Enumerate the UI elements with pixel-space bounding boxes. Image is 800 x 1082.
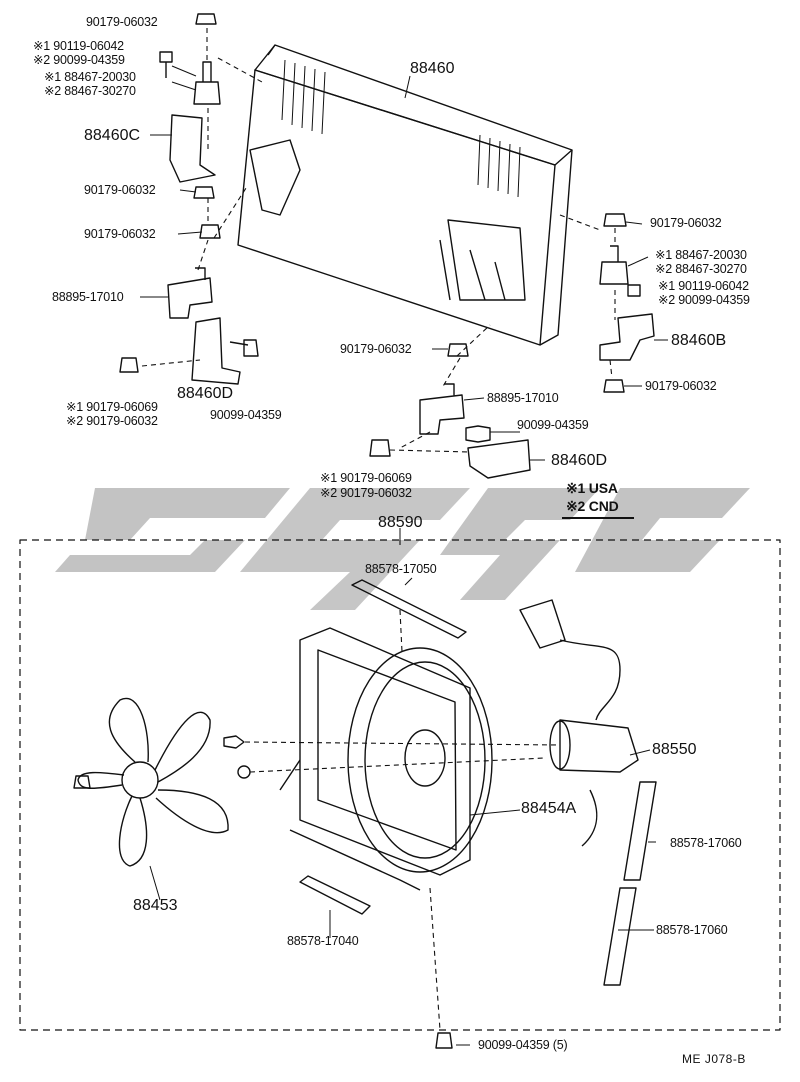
bracket-88460c — [169, 114, 216, 183]
label-motor: 88550 — [652, 741, 697, 758]
watermark-logo — [55, 488, 750, 610]
right-top-nut-icon — [603, 213, 627, 227]
label-left-low-nut: 90179-06032 — [84, 227, 156, 241]
label-center-nut-usa: ※1 90179-06069 — [320, 471, 412, 485]
legend-underline — [562, 517, 634, 519]
seal-bottom — [299, 875, 371, 915]
label-center-nut: 90179-06032 — [340, 342, 412, 356]
label-seal-right-1: 88578-17060 — [670, 836, 742, 850]
label-bracket-c: 88460C — [84, 127, 141, 144]
label-right-mount-cnd: ※2 88467-30270 — [655, 262, 747, 276]
label-center-mount: 88895-17010 — [487, 391, 559, 405]
bracket-88460d-center — [467, 439, 531, 479]
label-left-mount: 88895-17010 — [52, 290, 124, 304]
label-shroud: 88454A — [521, 800, 577, 817]
screw-icon — [159, 51, 173, 78]
fan-blades — [77, 697, 229, 867]
label-seal-right-2: 88578-17060 — [656, 923, 728, 937]
left-bolt-icon — [229, 339, 259, 357]
label-right-screw-cnd: ※2 90099-04359 — [658, 293, 750, 307]
label-fan: 88453 — [133, 897, 178, 914]
label-condenser: 88460 — [410, 60, 455, 77]
top-nut-icon — [195, 13, 217, 25]
legend-usa: ※1 USA — [566, 480, 618, 496]
label-left-nut-usa: ※1 90179-06069 — [66, 400, 158, 414]
right-screw-icon — [627, 284, 641, 297]
condenser-fins — [281, 59, 521, 198]
shroud-washer-icon — [237, 765, 251, 779]
label-screw-cnd: ※2 90099-04359 — [33, 53, 125, 67]
label-bottom-bolt: 90099-04359 (5) — [478, 1038, 568, 1052]
right-low-nut-icon — [603, 379, 625, 393]
label-right-top-nut: 90179-06032 — [650, 216, 722, 230]
label-bracket-d-center: 88460D — [551, 452, 608, 469]
shroud-bolt-icon — [223, 735, 245, 749]
center-nut-lower-icon — [369, 439, 391, 457]
left-mount-88895 — [167, 267, 213, 319]
bracket-88460b — [599, 313, 655, 361]
label-top-nut: 90179-06032 — [86, 15, 158, 29]
center-mount-88895 — [419, 383, 465, 435]
label-center-bolt: 90099-04359 — [517, 418, 589, 432]
label-seal-bottom: 88578-17040 — [287, 934, 359, 948]
label-right-screw-usa: ※1 90119-06042 — [658, 279, 749, 293]
bottom-bolt-icon — [435, 1032, 453, 1049]
fan-shroud — [279, 627, 493, 891]
label-left-bolt: 90099-04359 — [210, 408, 282, 422]
left-nut-icon — [119, 357, 139, 373]
label-bracket-b: 88460B — [671, 332, 727, 349]
seal-top — [351, 579, 467, 639]
label-seal-top: 88578-17050 — [365, 562, 437, 576]
top-mount — [193, 61, 221, 105]
left-mid-nut-icon — [193, 186, 215, 199]
center-nut-icon — [447, 343, 469, 357]
right-mount — [599, 245, 629, 285]
label-screw-usa: ※1 90119-06042 — [33, 39, 124, 53]
assembly-dash-lines — [141, 28, 616, 1031]
footer-code: ME J078-B — [682, 1052, 746, 1066]
leader-lines — [140, 65, 668, 1046]
left-low-nut-icon — [199, 224, 221, 239]
label-fan-assembly: 88590 — [378, 514, 423, 531]
label-left-mid-nut: 90179-06032 — [84, 183, 156, 197]
bracket-88460d-left — [191, 317, 241, 385]
seal-right-lower — [603, 887, 637, 986]
center-bolt-icon — [465, 425, 491, 443]
fan-motor — [519, 599, 639, 847]
fan-nut-icon — [73, 775, 91, 789]
label-left-nut-cnd: ※2 90179-06032 — [66, 414, 158, 428]
label-right-low-nut: 90179-06032 — [645, 379, 717, 393]
label-mount-usa: ※1 88467-20030 — [44, 70, 136, 84]
label-center-nut-cnd: ※2 90179-06032 — [320, 486, 412, 500]
label-right-mount-usa: ※1 88467-20030 — [655, 248, 747, 262]
condenser — [237, 44, 573, 346]
legend-cnd: ※2 CND — [566, 498, 619, 514]
label-bracket-d-left: 88460D — [177, 385, 234, 402]
seal-right-upper — [623, 781, 657, 881]
label-mount-cnd: ※2 88467-30270 — [44, 84, 136, 98]
